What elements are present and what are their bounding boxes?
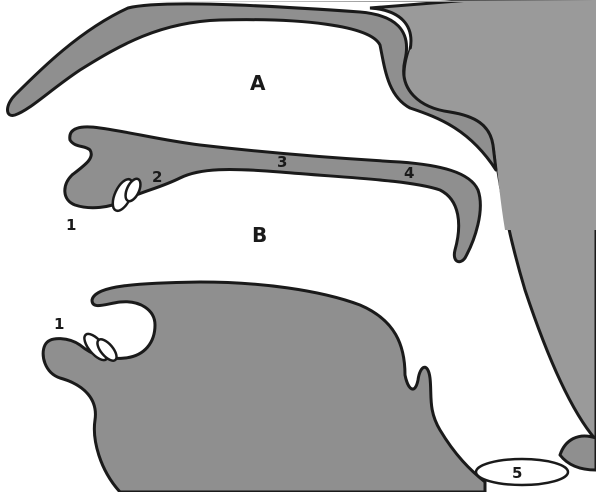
label-hard-palate: 3 xyxy=(277,153,287,171)
tongue-and-jaw xyxy=(43,282,485,492)
label-cavity-b: B xyxy=(252,223,267,247)
label-soft-palate: 4 xyxy=(404,164,414,182)
label-upper-lip: 1 xyxy=(66,216,76,234)
label-cavity-a: A xyxy=(250,71,266,95)
label-lower-lip: 1 xyxy=(54,315,64,333)
epiglottis xyxy=(560,436,596,470)
label-alveolar: 2 xyxy=(152,168,162,186)
label-larynx: 5 xyxy=(512,464,522,482)
